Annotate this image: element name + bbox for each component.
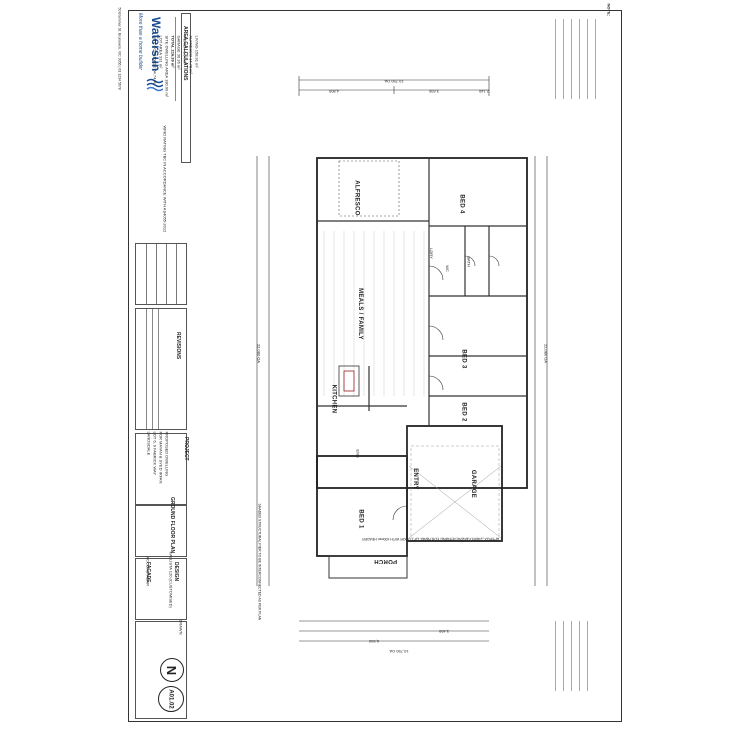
- site-coverage: SITE COVERAGE 54.74 %: [152, 35, 158, 85]
- design-box: DESIGN KALLISTA 120 (CUSTOMISED) FACADE …: [135, 552, 187, 620]
- dim-overall-top: 10,750 OA: [384, 79, 404, 84]
- project-line-4: LANDSDALE: [146, 431, 152, 456]
- notes-heading: NOTE:: [606, 3, 612, 16]
- drawn-label: DRAWN: [178, 619, 184, 635]
- room-ens: ENS: [355, 449, 361, 458]
- wind-rating: WIND RATING TBC IN ACCORDANCE WITH AS405…: [162, 125, 168, 233]
- sheet-title: GROUND FLOOR PLAN: [169, 497, 175, 554]
- room-garage: GARAGE: [470, 469, 477, 499]
- room-bed3: BED 3: [460, 349, 467, 369]
- notes-column: NOTE:: [549, 4, 621, 111]
- sheet-number: A01.02: [167, 689, 174, 709]
- design-name: KALLISTA 120 (CUSTOMISED): [168, 551, 174, 608]
- dim-overall-right: 22,080 OA: [543, 343, 549, 364]
- design-heading: DESIGN: [173, 562, 179, 582]
- sheet-title-box: GROUND FLOOR PLAN: [135, 497, 187, 557]
- room-meals-family: MEALS / FAMILY: [356, 288, 363, 340]
- project-heading: PROJECT: [183, 437, 189, 461]
- room-porch: PORCH: [374, 558, 398, 564]
- area-row-porch: PORCH 6.34 m²: [182, 35, 188, 65]
- area-row-garage: GARAGE 36.36 m²: [176, 35, 182, 70]
- project-box: PROJECT PROPOSED DWELLING FOR MAYAN & SY…: [135, 431, 189, 505]
- site-dwelling-area: SITE DWELLING AREA 180.99 m²: [164, 35, 170, 98]
- note-garage-door: APPROX. 2265H x 4810W OPENING FOR PANEL …: [362, 537, 499, 541]
- sheet-number-badge: A01.02: [158, 686, 184, 712]
- dim-overall-left: 22,080 OA: [256, 343, 262, 364]
- room-alfresco: ALFRESCO: [353, 180, 360, 216]
- company-address: 50 Brammar St, Brunswick, VIC 3056 | 03 …: [117, 7, 122, 90]
- dim-top-seg-a: 3,630: [429, 89, 440, 94]
- sheet-number-box: DRAWN N A01.02: [135, 619, 187, 719]
- title-block-left: Watersun More than a home builder 50 Bra…: [118, 8, 200, 719]
- dim-garage-width: 3,400: [439, 629, 450, 634]
- room-laundry: LDRY: [428, 248, 434, 259]
- lot-area: LOT AREA 331 m²: [158, 35, 164, 69]
- room-wc: WC: [444, 265, 450, 272]
- north-compass-icon: N: [160, 658, 184, 682]
- room-bed2: BED 2: [460, 402, 467, 422]
- room-bed1: BED 1: [357, 509, 364, 529]
- dim-top-seg-b: 2,140: [479, 89, 490, 94]
- dim-porch-width: 6,940: [369, 639, 380, 644]
- room-kitchen: KITCHEN: [330, 384, 337, 414]
- floor-plan: [256, 76, 548, 642]
- project-line-3: LOT 6, 9 FABRICK WAY: [152, 431, 158, 476]
- area-calculations: [133, 13, 191, 163]
- room-entry: ENTRY: [411, 468, 418, 490]
- area-row-living: LIVING 158.91 m²: [194, 35, 200, 68]
- note-shaded: SHADED STRUCTURAL PIER TO BE INTERCONNEC…: [257, 503, 262, 621]
- notes-table: [135, 243, 187, 305]
- revisions-box: REVISIONS: [135, 308, 187, 430]
- facade-name: ACCORD REAR: [145, 556, 151, 587]
- dim-overall-bottom: 10,750 OA: [389, 649, 409, 654]
- waves-icon: [145, 77, 164, 95]
- area-row-total: TOTAL 216.39 m²: [170, 35, 176, 68]
- drawing-sheet: Watersun More than a home builder 50 Bra…: [118, 4, 622, 722]
- dim-alfresco-width: 4,800: [329, 89, 340, 94]
- room-bath: BATH: [466, 256, 472, 267]
- notes-column-bottom: [549, 621, 621, 701]
- room-bed4: BED 4: [458, 194, 465, 214]
- revisions-heading: REVISIONS: [175, 332, 181, 360]
- project-line-2: FOR MAYAN & SYED IRFAN: [158, 431, 164, 484]
- area-row-alfresco: ALFRESCO 14.78 m²: [188, 35, 194, 74]
- company-logo: Watersun More than a home builder 50 Bra…: [118, 8, 176, 101]
- project-line-1: PROPOSED DWELLING: [164, 431, 170, 477]
